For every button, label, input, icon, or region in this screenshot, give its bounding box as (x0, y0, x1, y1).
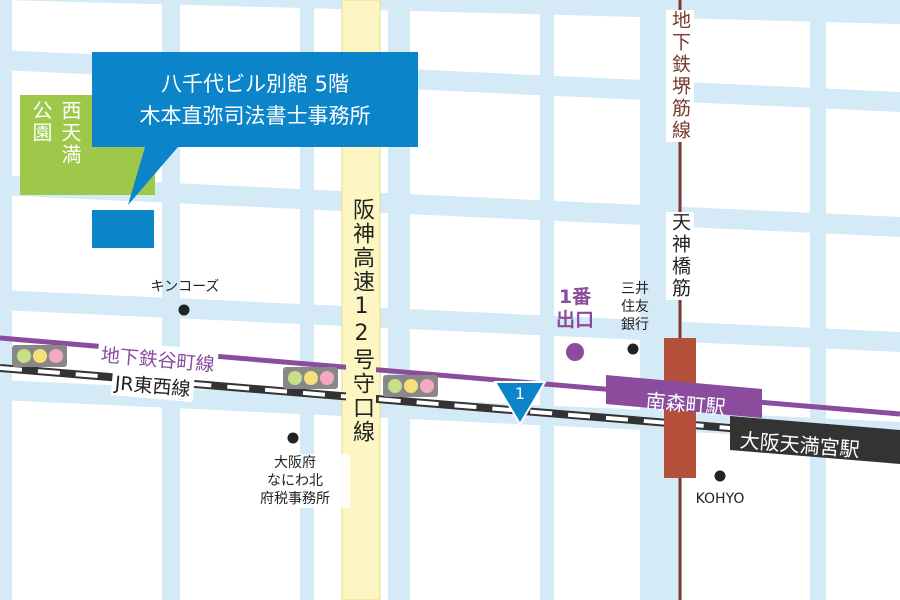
road-vertical-4 (388, 0, 410, 600)
kinkos-dot (178, 304, 190, 316)
mitsui-label: 三井 住友 銀行 (612, 280, 658, 334)
exit-label: 1番 出口 (552, 286, 598, 332)
road-vertical-3 (300, 0, 314, 600)
exit-label-line-1: 1番 (558, 286, 592, 308)
traffic-light-3 (383, 375, 438, 397)
road-vertical-left (0, 0, 12, 600)
park-label-col1: 公園 (29, 100, 53, 144)
park-label-col2: 西天満 (58, 100, 82, 166)
tenmangu-box (730, 416, 900, 464)
tax-office-label: 大阪府 なにわ北 府税事務所 (240, 454, 350, 508)
kinkos-label: キンコーズ (150, 279, 220, 295)
tax-office-dot (287, 432, 299, 444)
tax-office-label-line-2: なにわ北 (267, 473, 323, 489)
tax-office-label-line-3: 府税事務所 (260, 491, 330, 507)
tax-office-label-line-1: 大阪府 (274, 455, 316, 471)
highway-label: 阪神高速12号守口線 (346, 198, 376, 444)
traffic-light-1 (12, 345, 67, 367)
route-marker-number: 1 (514, 384, 526, 403)
office-building (92, 210, 154, 248)
mitsui-label-line-2: 住友 (621, 299, 649, 315)
road-vertical-5 (540, 0, 554, 600)
mitsui-dot (627, 343, 639, 355)
tenjinbashi-label: 天神橋筋 (666, 212, 694, 300)
road-vertical-right (810, 0, 826, 600)
exit-label-line-2: 出口 (555, 309, 594, 331)
road-horizontal-top (0, 0, 900, 24)
callout-label: 八千代ビル別館 5階 木本直弥司法書士事務所 (92, 52, 418, 147)
mitsui-label-line-3: 銀行 (621, 317, 649, 333)
minamimorimachi-box (606, 375, 762, 418)
callout-box (92, 52, 418, 147)
traffic-light-2 (283, 367, 338, 389)
route-marker-shape (493, 381, 547, 426)
sakaisuji-label: 地下鉄堺筋線 (666, 10, 694, 142)
mitsui-label-line-1: 三井 (621, 281, 649, 297)
callout-line-1: 八千代ビル別館 5階 (160, 71, 350, 96)
kohyo-label: KOHYO (695, 491, 745, 507)
callout-line-2: 木本直弥司法書士事務所 (139, 103, 371, 128)
kohyo-dot (714, 470, 726, 482)
callout-pointer (128, 147, 178, 205)
exit-dot (566, 343, 584, 361)
